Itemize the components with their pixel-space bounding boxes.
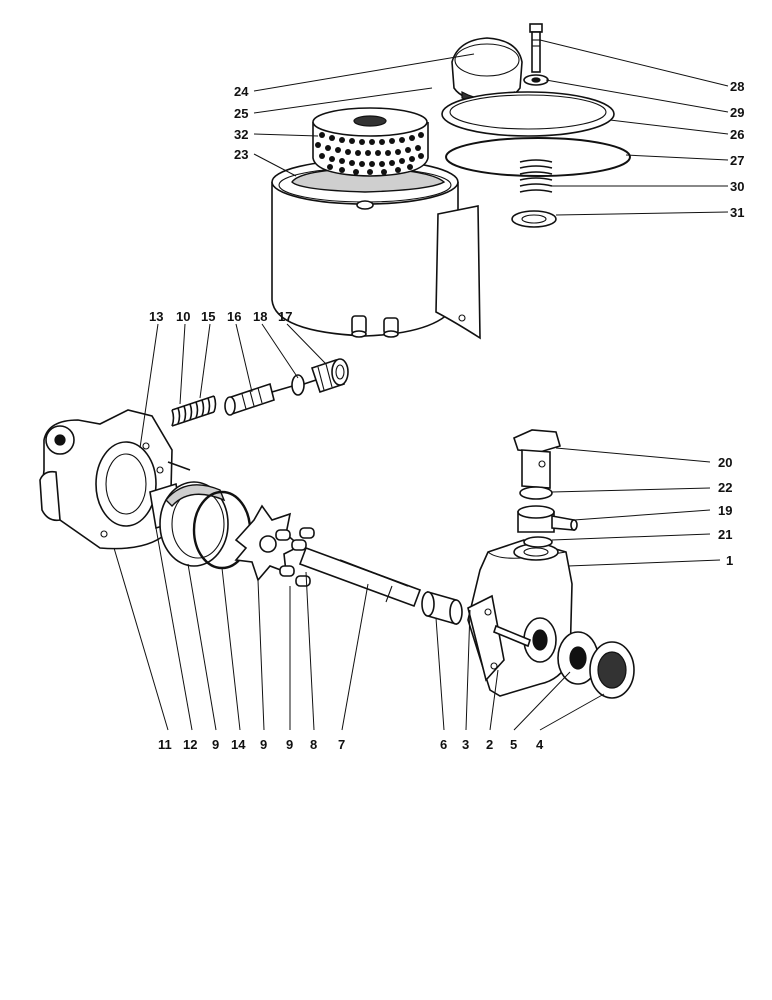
pump-rear-housing: [39, 409, 191, 550]
callout-9-vane-a: 9: [260, 737, 267, 752]
relief-valve-plug: [310, 358, 349, 394]
spring-seat-washer: [511, 210, 557, 228]
reservoir-cover-plate: [441, 91, 615, 137]
callout-20: 20: [718, 455, 732, 470]
callout-13: 13: [149, 309, 163, 324]
relief-valve-parts: [171, 358, 349, 427]
vanes: [275, 527, 315, 587]
relief-valve-plunger: [224, 382, 297, 416]
callout-10: 10: [176, 309, 190, 324]
callout-1: 1: [726, 553, 733, 568]
callout-21: 21: [718, 527, 732, 542]
callout-30: 30: [730, 179, 744, 194]
relief-valve-seat: [291, 374, 317, 396]
shaft-bearing: [589, 641, 635, 699]
callout-22: 22: [718, 480, 732, 495]
callout-25: 25: [234, 106, 248, 121]
callout-24: 24: [234, 84, 249, 99]
callout-2: 2: [486, 737, 493, 752]
pump-front-body: [467, 539, 573, 697]
callout-19: 19: [718, 503, 732, 518]
callout-12: 12: [183, 737, 197, 752]
callout-28: 28: [730, 79, 744, 94]
cover-seal-ring: [445, 137, 631, 177]
rotor-with-vanes: [234, 504, 315, 587]
callout-3: 3: [462, 737, 469, 752]
callout-31: 31: [730, 205, 744, 220]
banjo-washer-upper: [519, 486, 553, 500]
banjo-union: [517, 505, 578, 533]
callout-8: 8: [310, 737, 317, 752]
callout-14: 14: [231, 737, 246, 752]
reservoir-spring: [519, 159, 553, 193]
callout-labels: 24 25 32 23 28 29 26 27 30 31 13 10 15 1…: [149, 79, 744, 752]
banjo-bolt: [513, 429, 561, 489]
banjo-washer-lower: [523, 536, 553, 548]
callout-16: 16: [227, 309, 241, 324]
filter-element: [312, 107, 429, 177]
callout-6: 6: [440, 737, 447, 752]
callout-5: 5: [510, 737, 517, 752]
callout-18: 18: [253, 309, 267, 324]
reservoir-canister: [271, 159, 481, 340]
callout-7: 7: [338, 737, 345, 752]
callout-26: 26: [730, 127, 744, 142]
callout-29: 29: [730, 105, 744, 120]
callout-9-cam-ring: 9: [212, 737, 219, 752]
callout-9-vane-b: 9: [286, 737, 293, 752]
callout-11: 11: [158, 737, 172, 752]
leader-lines: [113, 39, 729, 731]
callout-23: 23: [234, 147, 248, 162]
cap-bolt: [529, 23, 543, 73]
drive-shaft: [298, 546, 422, 608]
relief-valve-spring: [171, 395, 217, 427]
callout-27: 27: [730, 153, 744, 168]
front-bush: [421, 590, 463, 626]
callout-4: 4: [536, 737, 544, 752]
reservoir-assembly: [271, 23, 631, 340]
callout-15: 15: [201, 309, 215, 324]
callout-17: 17: [278, 309, 292, 324]
callout-32: 32: [234, 127, 248, 142]
